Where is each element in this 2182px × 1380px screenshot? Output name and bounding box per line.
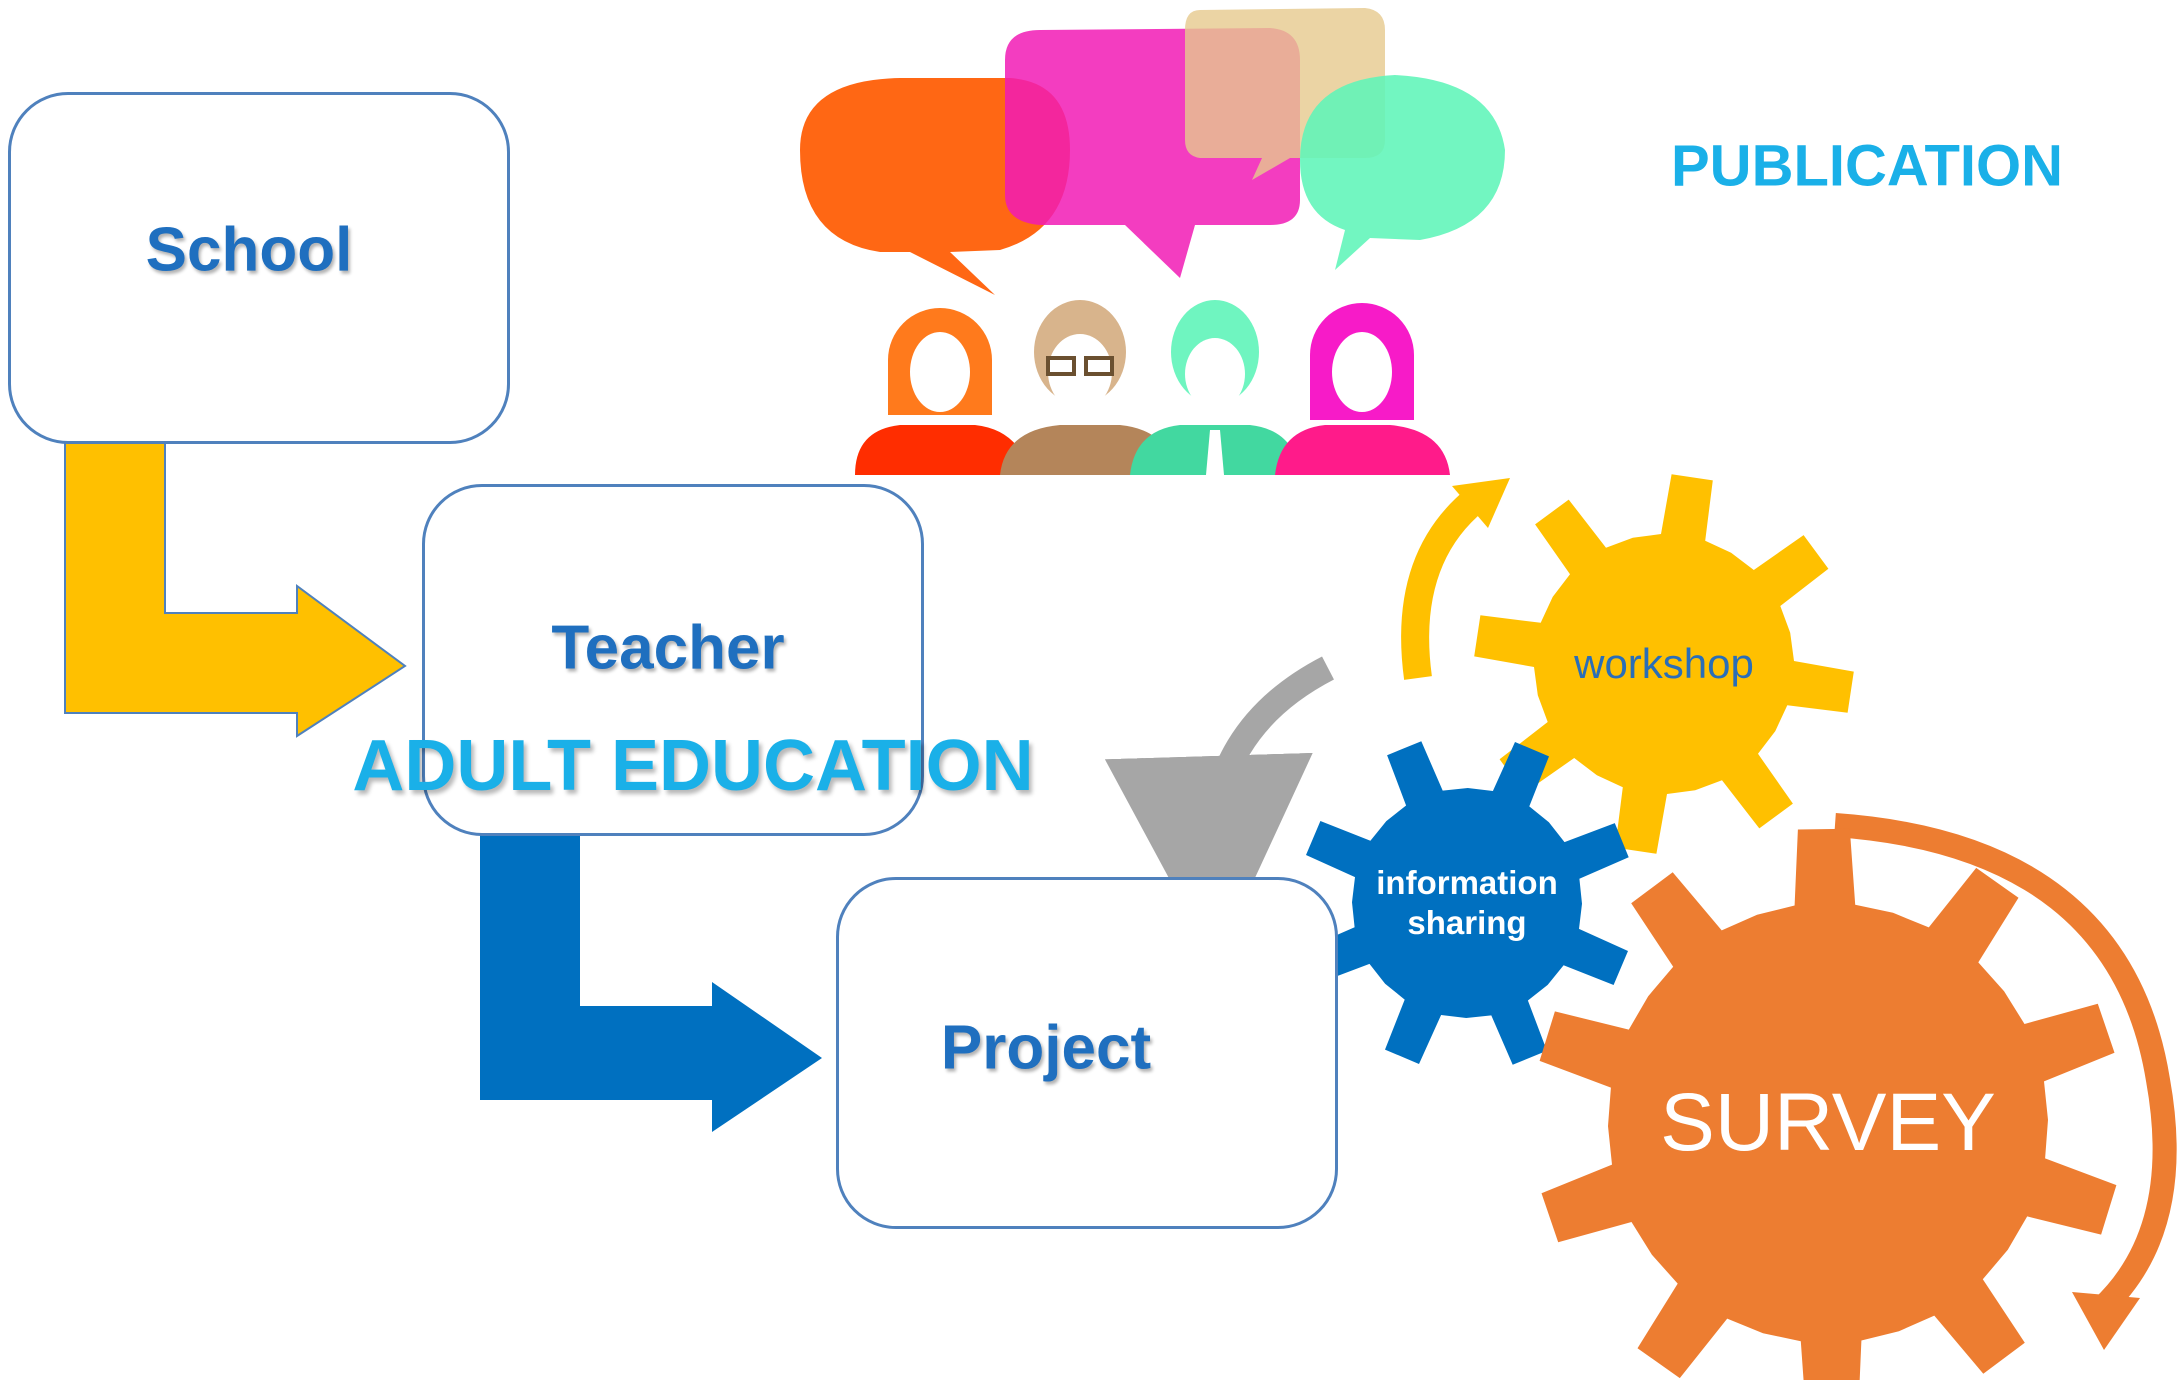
people-discussion-illustration [800, 8, 1505, 475]
person-woman-orange [855, 308, 1030, 475]
person-man-mint [1130, 300, 1300, 475]
teacher-label: Teacher [551, 613, 785, 683]
curved-arrow-to-publication [1401, 489, 1485, 680]
person-woman-magenta [1275, 303, 1450, 475]
publication-label: PUBLICATION [1670, 133, 2064, 199]
survey-gear [1539, 828, 2117, 1380]
survey-label: SURVEY [1660, 1077, 1996, 1168]
speech-bubble-orange [800, 78, 1070, 295]
workshop-gear [1474, 474, 1854, 854]
teacher-to-project-arrow [480, 830, 822, 1132]
information-sharing-line2: sharing [1407, 904, 1527, 941]
person-man-glasses [1000, 300, 1175, 475]
school-box [8, 92, 510, 444]
project-box [836, 877, 1338, 1229]
teacher-box [422, 484, 924, 836]
project-label: Project [940, 1013, 1152, 1083]
curved-arrow-to-project [1104, 656, 1335, 964]
school-to-teacher-arrow [64, 439, 407, 738]
adult-education-label: ADULT EDUCATION [352, 726, 1034, 806]
information-sharing-line1: information [1376, 864, 1558, 901]
survey-cycle-arrow [1834, 813, 2177, 1317]
information-sharing-label: information sharing [1376, 863, 1557, 943]
information-sharing-gear [1305, 741, 1629, 1065]
speech-bubble-mint [1300, 75, 1505, 270]
workshop-label: workshop [1574, 640, 1754, 687]
school-label: School [145, 215, 353, 285]
